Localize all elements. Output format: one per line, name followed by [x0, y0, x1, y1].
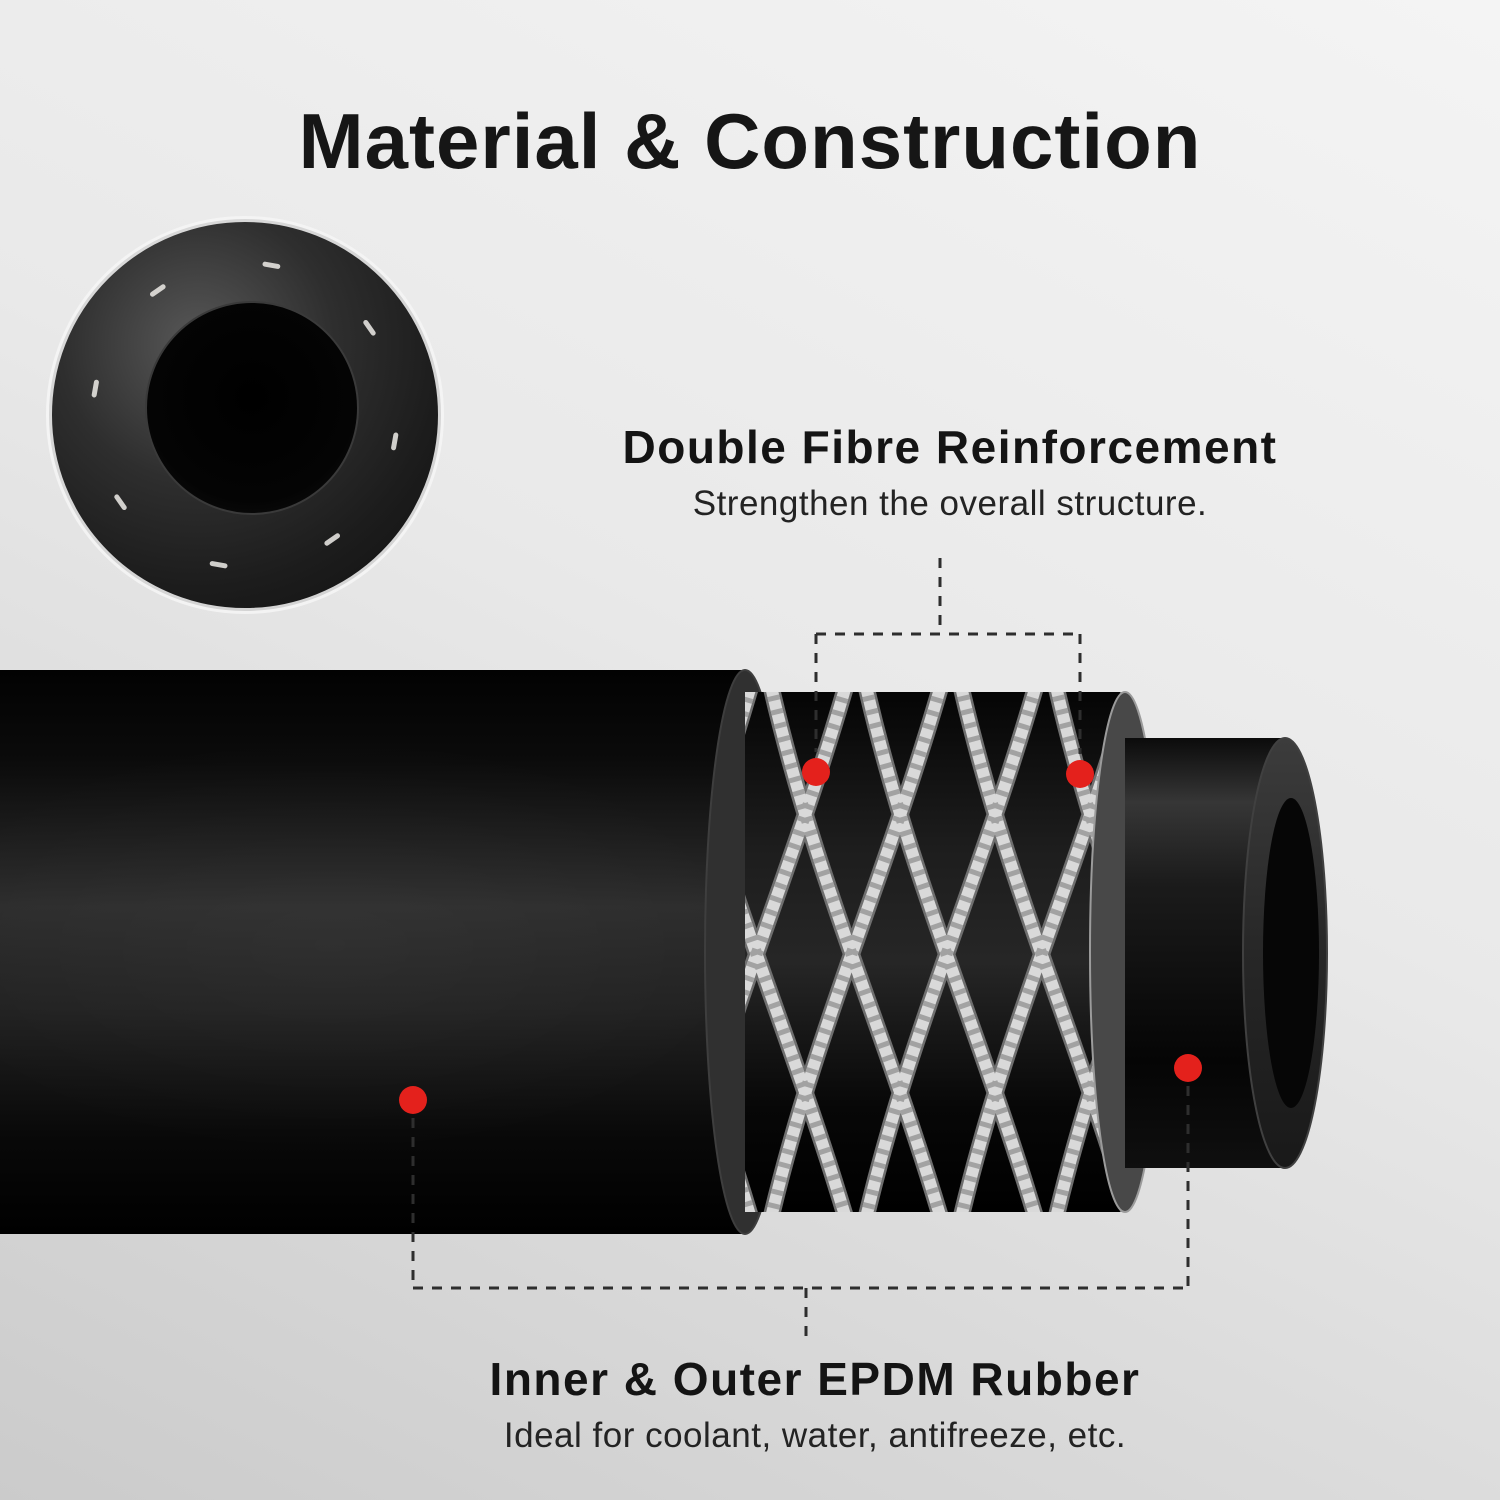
hose-inner-tube [1125, 737, 1328, 1169]
marker-dot-braid-right [1066, 760, 1094, 788]
callout-fibre: Double Fibre Reinforcement Strengthen th… [570, 420, 1330, 524]
hose-cross-section [46, 216, 444, 614]
callout-rubber: Inner & Outer EPDM Rubber Ideal for cool… [420, 1352, 1210, 1456]
marker-dot-outer-rubber [399, 1086, 427, 1114]
callout-rubber-subtitle: Ideal for coolant, water, antifreeze, et… [503, 1416, 1127, 1455]
marker-dot-braid-left [802, 758, 830, 786]
marker-dots [399, 758, 1202, 1114]
callout-fibre-subtitle: Strengthen the overall structure. [692, 484, 1208, 523]
marker-dot-inner-tube [1174, 1054, 1202, 1082]
inner-tube-bore [1263, 798, 1319, 1108]
leader-lines [411, 558, 1190, 1340]
hose-outer-layer [0, 669, 786, 1235]
callout-fibre-title: Double Fibre Reinforcement [622, 421, 1278, 473]
page-title: Material & Construction [298, 97, 1202, 185]
cross-section-fibre-dots [91, 261, 399, 569]
callout-rubber-title: Inner & Outer EPDM Rubber [489, 1353, 1141, 1405]
